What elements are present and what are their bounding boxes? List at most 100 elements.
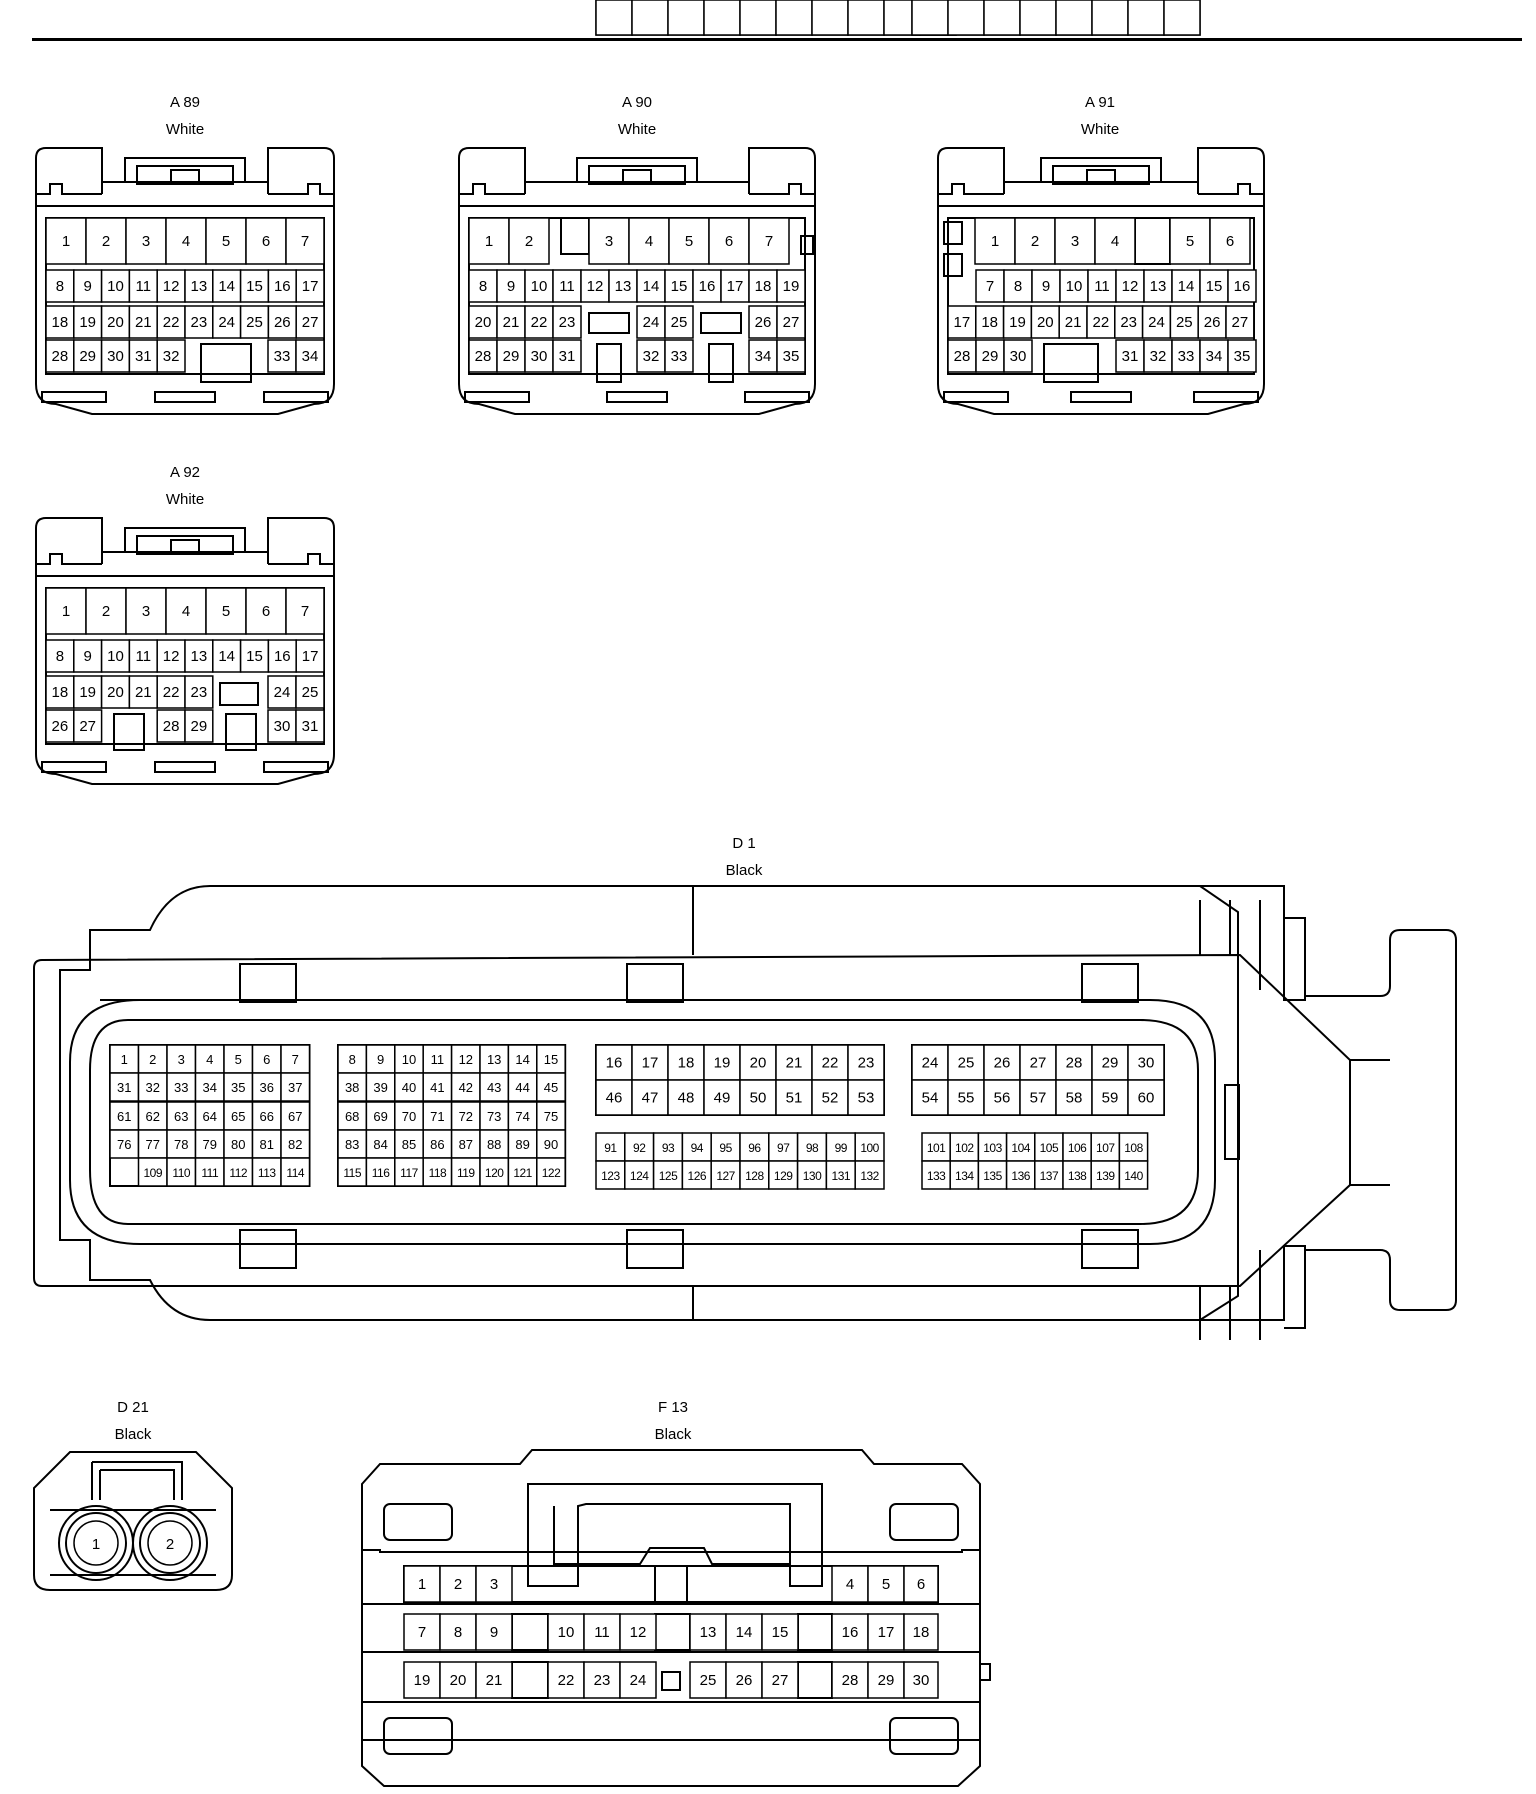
tab-outline [943, 253, 963, 277]
pin-cell [403, 1613, 441, 1651]
pin-cell [588, 217, 630, 265]
pin-number: 92 [633, 1141, 646, 1155]
pin-number: 25 [302, 684, 319, 701]
foot-outline [263, 761, 329, 773]
connector-color-label: Black [726, 862, 763, 879]
pin-cell [100, 305, 131, 339]
pin-number: 65 [231, 1109, 245, 1124]
pin-number: 36 [260, 1080, 274, 1095]
pin-number: 77 [146, 1137, 160, 1152]
pin-number: 117 [400, 1166, 418, 1180]
pin-cell [975, 269, 1005, 303]
pin-cell [761, 1613, 799, 1651]
keyway-outline [113, 713, 145, 751]
pin-number: 135 [983, 1169, 1002, 1183]
pin-number: 29 [878, 1672, 895, 1689]
pin-number: 125 [659, 1169, 678, 1183]
pin-number: 93 [662, 1141, 675, 1155]
foot-outline [1070, 391, 1132, 403]
pin-number: 23 [191, 314, 208, 331]
connector-id-label: A 92 [170, 464, 200, 481]
foot-outline [1193, 391, 1259, 403]
pin-number: 130 [803, 1169, 822, 1183]
pin-cell [496, 339, 526, 373]
spacer-outline [654, 1613, 691, 1651]
pin-number: 55 [958, 1090, 975, 1107]
keyway-outline [1134, 217, 1171, 265]
pin-cell [949, 1160, 980, 1190]
pin-number: 79 [203, 1137, 217, 1152]
pin-cell [595, 0, 633, 36]
pin-number: 18 [52, 314, 69, 331]
pin-number: 1 [991, 233, 999, 250]
pin-number: 28 [954, 348, 971, 365]
pin-number: 26 [274, 314, 291, 331]
pin-cell [748, 217, 790, 265]
pin-number: 82 [288, 1137, 302, 1152]
pin-number: 22 [163, 314, 180, 331]
pin-number: 137 [1061, 0, 1086, 4]
pin-number: 27 [302, 314, 319, 331]
pin-number: 20 [1037, 314, 1054, 331]
pin-cell [212, 639, 242, 673]
pin-number: 17 [727, 278, 744, 295]
pin-number: 86 [430, 1137, 444, 1152]
pin-cell [1141, 305, 1172, 339]
pin-number: 34 [203, 1080, 217, 1095]
pin-cell [280, 1044, 311, 1074]
pin-number: 102 [955, 1141, 974, 1155]
pin-number: 140 [1169, 0, 1194, 4]
pin-number: 2 [102, 233, 110, 250]
pin-cell [1055, 1079, 1093, 1116]
pin-number: 134 [955, 1169, 974, 1183]
pin-cell [903, 1613, 939, 1651]
pin-number: 1 [62, 603, 70, 620]
spacer-outline [511, 1661, 549, 1699]
pin-number: 6 [263, 1052, 270, 1067]
pin-number: 21 [135, 314, 152, 331]
pin-cell [507, 1044, 538, 1074]
d1-lock-tab [239, 1229, 297, 1269]
pin-cell [524, 269, 554, 303]
connector-color-label: White [166, 491, 204, 508]
pin-cell [45, 217, 87, 265]
pin-cell [223, 1157, 254, 1187]
pin-number: 11 [1094, 278, 1110, 295]
keyway-outline [1043, 343, 1099, 383]
pin-number: 30 [531, 348, 548, 365]
pin-number: 109 [143, 1166, 162, 1180]
pin-cell [1199, 339, 1229, 373]
pin-number: 29 [503, 348, 520, 365]
d1-lock-tab [626, 963, 684, 1003]
pin-number: 43 [487, 1080, 501, 1095]
pin-cell [450, 1157, 481, 1187]
pin-number: 99 [835, 1141, 848, 1155]
connector-color-label: White [1081, 121, 1119, 138]
pin-cell [194, 1072, 225, 1102]
pin-cell [547, 1613, 585, 1651]
pin-number: 135 [989, 0, 1014, 4]
pin-cell [1087, 269, 1117, 303]
pin-cell [239, 305, 270, 339]
keyway-outline [560, 217, 590, 255]
spacer-outline [797, 1661, 833, 1699]
pin-cell [156, 269, 186, 303]
d21-pin-ring [65, 1512, 127, 1574]
f13-rail [362, 1549, 980, 1553]
pin-cell [1143, 339, 1173, 373]
pin-cell [128, 269, 158, 303]
pin-cell [739, 1160, 770, 1190]
d1-cavity-inner [89, 1019, 1199, 1225]
pin-number: 3 [142, 603, 150, 620]
pin-number: 10 [402, 1052, 416, 1067]
pin-number: 81 [260, 1137, 274, 1152]
pin-number: 21 [135, 684, 152, 701]
pin-cell [911, 1079, 949, 1116]
keyway-outline [588, 312, 630, 334]
pin-number: 126 [709, 0, 734, 4]
pin-cell [947, 0, 985, 36]
pin-cell [507, 1072, 538, 1102]
connector-color-label: Black [115, 1426, 152, 1443]
pin-number: 7 [986, 278, 994, 295]
housing-outline [524, 182, 750, 194]
